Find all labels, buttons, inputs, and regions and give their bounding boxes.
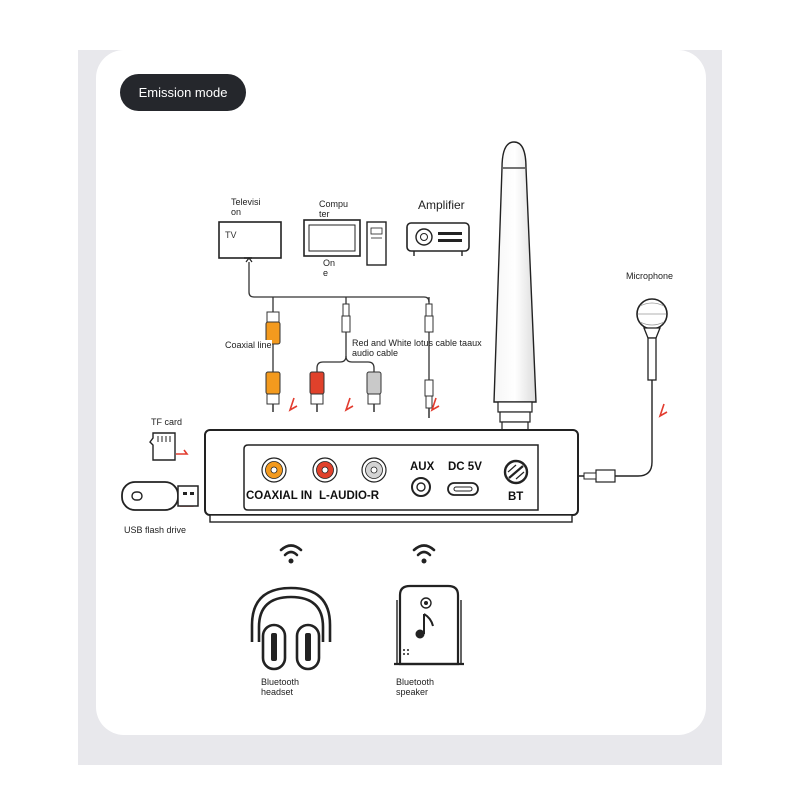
- headset-label: Bluetooth headset: [261, 677, 300, 697]
- rca-red-plug-icon: [309, 371, 325, 412]
- lotus-cable-label: Red and White lotus cable taaux audio ca…: [352, 338, 482, 358]
- bt-port-label: BT: [508, 491, 524, 503]
- usb-drive-label: USB flash drive: [124, 525, 187, 535]
- audio-port-label: L-AUDIO-R: [319, 490, 380, 502]
- microphone-icon: [578, 298, 668, 483]
- tf-card-icon: [149, 432, 176, 461]
- coaxial-port-label: COAXIAL IN: [246, 490, 313, 502]
- transmitter-device: [204, 429, 579, 523]
- dc-port-label: DC 5V: [448, 461, 482, 473]
- amplifier-label: Amplifier: [418, 198, 465, 212]
- phone-label: On e: [323, 258, 336, 278]
- usb-drive-icon: [121, 481, 199, 511]
- coaxial-line-label: Coaxial line: [225, 340, 272, 350]
- tf-card-label: TF card: [151, 417, 183, 427]
- speaker-label: Bluetooth speaker: [396, 677, 435, 697]
- mode-badge: Emission mode: [120, 74, 246, 111]
- computer-label: Compu ter: [319, 199, 349, 219]
- computer-icon: [303, 219, 387, 266]
- aux-cable-icon: [424, 303, 434, 418]
- microphone-label: Microphone: [626, 271, 674, 281]
- television-icon: [218, 221, 282, 263]
- antenna-icon: [493, 141, 537, 473]
- coaxial-plug-top-icon: [265, 311, 281, 372]
- audio-jack-top-icon: [341, 303, 351, 346]
- speaker-icon: [394, 584, 464, 666]
- aux-port-label: AUX: [410, 461, 435, 473]
- red-arrow-icons: [176, 397, 668, 507]
- tv-screen-label: TV: [225, 230, 237, 240]
- signal-icons: [279, 544, 436, 564]
- amplifier-icon: [406, 222, 470, 256]
- rca-white-plug-icon: [366, 371, 382, 412]
- television-label: Televisi on: [231, 197, 261, 217]
- headset-icon: [250, 586, 332, 671]
- coaxial-plug-bottom-icon: [265, 371, 281, 412]
